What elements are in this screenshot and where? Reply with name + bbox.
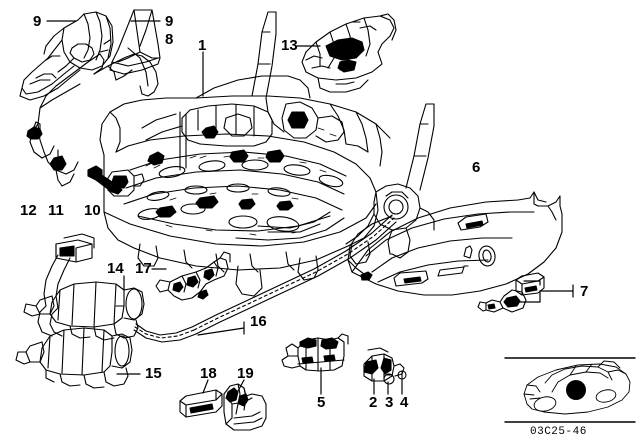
- callout-8: 8: [165, 31, 174, 48]
- clip-wedge: [49, 149, 67, 171]
- callout-12: 12: [20, 202, 37, 219]
- switch-caps: [477, 272, 545, 313]
- callout-13: 13: [281, 37, 298, 54]
- seat-frame: [99, 11, 435, 297]
- clip-small: [26, 121, 43, 140]
- callout-3: 3: [385, 394, 394, 411]
- retainer: [223, 383, 267, 431]
- cover-cap: [179, 389, 223, 418]
- callout-5: 5: [317, 394, 326, 411]
- callout-14: 14: [107, 260, 124, 277]
- callout-9-right: 9: [165, 13, 174, 30]
- callout-6: 6: [472, 159, 481, 176]
- control-module: [281, 333, 349, 372]
- bracket: [155, 251, 231, 301]
- callout-10: 10: [84, 202, 101, 219]
- callout-17: 17: [135, 260, 152, 277]
- callout-15: 15: [145, 365, 162, 382]
- callout-19: 19: [237, 365, 254, 382]
- wedge-cover: [109, 9, 161, 75]
- callout-9-left: 9: [33, 13, 42, 30]
- callout-2: 2: [369, 394, 378, 411]
- connector-group: [363, 347, 407, 385]
- diagram-code: 03C25-46: [530, 426, 587, 438]
- right-hinge-assembly: [301, 13, 397, 93]
- seat-motors: [15, 233, 145, 389]
- callout-4: 4: [400, 394, 409, 411]
- callout-11: 11: [48, 202, 64, 219]
- callout-18: 18: [200, 365, 217, 382]
- leader-lines: [46, 20, 574, 395]
- small-bracket-10: [107, 169, 145, 197]
- callout-16: 16: [250, 313, 267, 330]
- wiring-harness: [133, 214, 397, 343]
- vehicle-location-thumbnail: [504, 357, 636, 423]
- callout-7: 7: [580, 283, 589, 300]
- side-trim-panel: [347, 191, 563, 296]
- callout-1: 1: [198, 37, 207, 54]
